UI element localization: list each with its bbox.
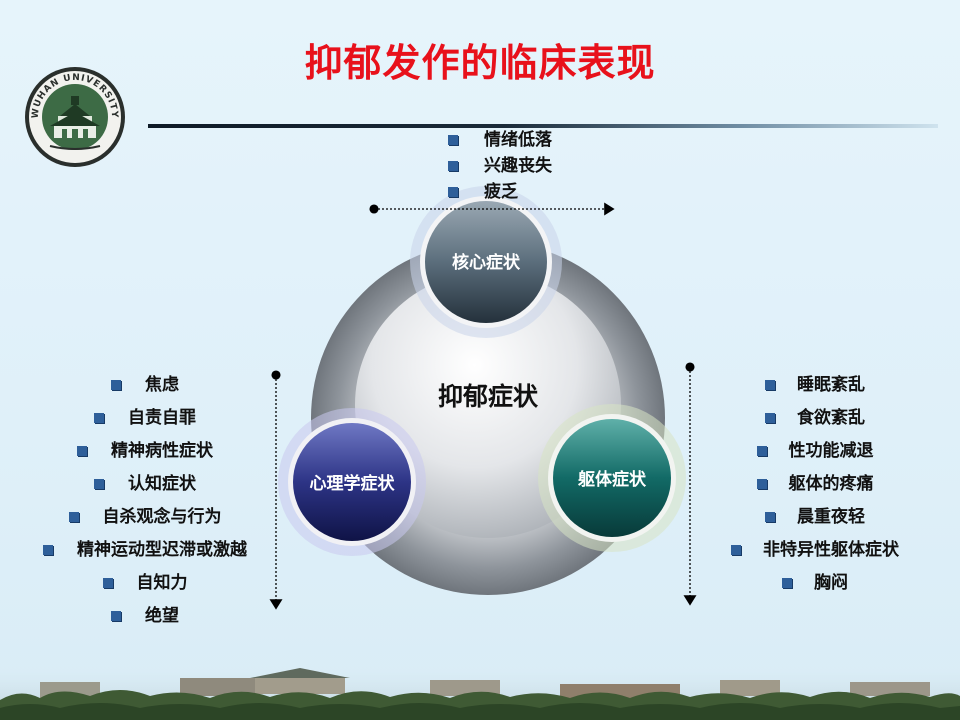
square-bullet-icon <box>94 413 104 423</box>
core-symptoms-label: 核心症状 <box>452 252 521 273</box>
square-bullet-icon <box>111 380 121 390</box>
title-divider <box>148 124 938 128</box>
list-item: 绝望 <box>0 600 290 633</box>
square-bullet-icon <box>77 446 87 456</box>
list-item: 胸闷 <box>690 567 940 600</box>
core-symptom-list: 情绪低落 兴趣丧失 疲乏 <box>448 127 552 205</box>
list-item: 情绪低落 <box>448 127 552 153</box>
list-item: 精神运动型迟滞或激越 <box>0 534 290 567</box>
square-bullet-icon <box>448 187 458 197</box>
list-item: 睡眠紊乱 <box>690 369 940 402</box>
square-bullet-icon <box>68 512 79 522</box>
square-bullet-icon <box>448 161 458 171</box>
list-item: 自杀观念与行为 <box>0 501 290 534</box>
somatic-symptom-list: 睡眠紊乱 食欲紊乱 性功能减退 躯体的疼痛 晨重夜轻 非特异性躯体症状 胸闷 <box>690 369 940 600</box>
psych-symptoms-label: 心理学症状 <box>310 473 396 494</box>
list-item: 认知症状 <box>0 468 290 501</box>
somatic-symptoms-circle: 躯体症状 <box>538 404 686 552</box>
list-item: 非特异性躯体症状 <box>690 534 940 567</box>
center-label: 抑郁症状 <box>438 382 539 411</box>
psych-symptom-list: 焦虑 自责自罪 精神病性症状 认知症状 自杀观念与行为 精神运动型迟滞或激越 自… <box>0 369 290 633</box>
list-item: 自知力 <box>0 567 290 600</box>
list-item: 疲乏 <box>448 179 552 205</box>
campus-landscape-image <box>0 660 960 720</box>
list-item: 晨重夜轻 <box>690 501 940 534</box>
slide-title: 抑郁发作的临床表现 <box>304 41 656 85</box>
psych-symptoms-circle: 心理学症状 <box>278 408 426 556</box>
square-bullet-icon <box>765 413 775 423</box>
square-bullet-icon <box>782 578 792 588</box>
list-item: 兴趣丧失 <box>448 153 552 179</box>
list-item: 食欲紊乱 <box>690 402 940 435</box>
university-emblem-icon: WUHAN UNIVERSITY <box>25 67 125 167</box>
square-bullet-icon <box>43 545 53 555</box>
square-bullet-icon <box>756 446 767 456</box>
square-bullet-icon <box>765 380 775 390</box>
square-bullet-icon <box>448 135 458 145</box>
square-bullet-icon <box>111 611 121 621</box>
list-item: 性功能减退 <box>690 435 940 468</box>
square-bullet-icon <box>756 479 767 489</box>
list-item: 焦虑 <box>0 369 290 402</box>
square-bullet-icon <box>731 545 741 555</box>
core-symptoms-circle: 核心症状 <box>410 186 562 338</box>
square-bullet-icon <box>765 512 775 522</box>
square-bullet-icon <box>94 479 104 489</box>
list-item: 躯体的疼痛 <box>690 468 940 501</box>
list-item: 精神病性症状 <box>0 435 290 468</box>
list-item: 自责自罪 <box>0 402 290 435</box>
somatic-symptoms-label: 躯体症状 <box>577 469 647 490</box>
square-bullet-icon <box>102 578 113 588</box>
